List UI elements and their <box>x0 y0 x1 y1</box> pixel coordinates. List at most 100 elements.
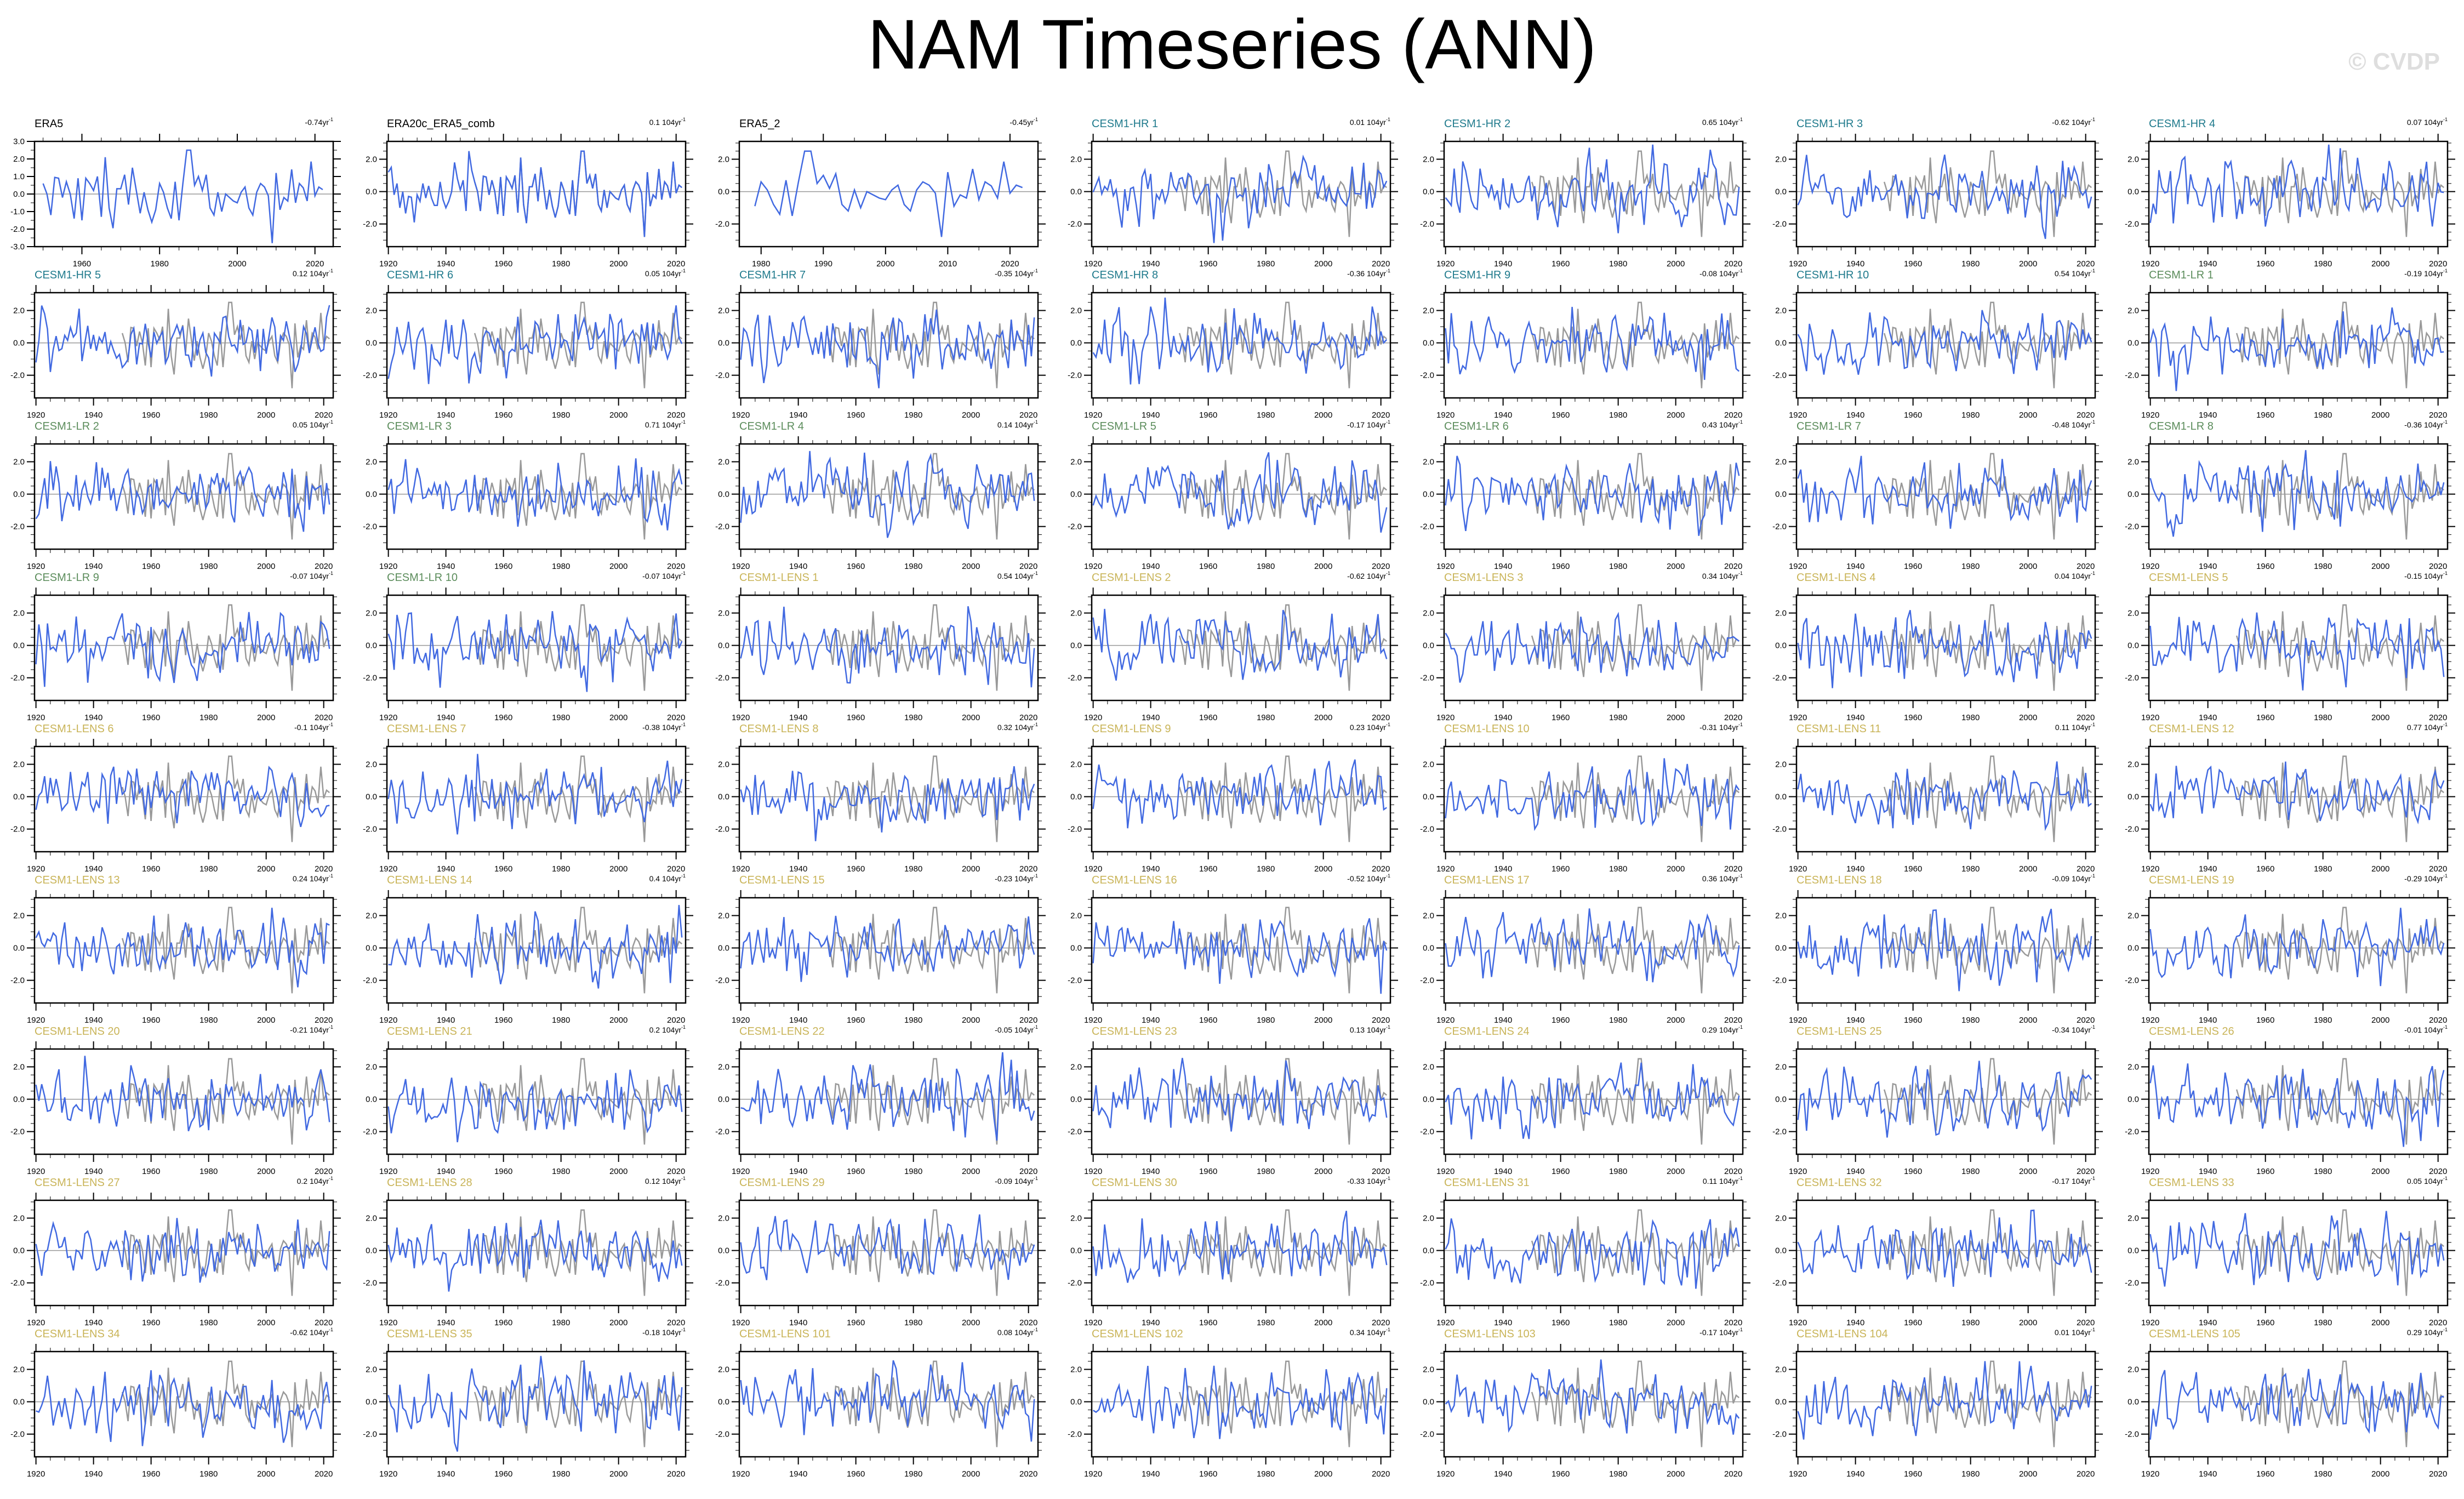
y-tick-label: 0.0 <box>366 490 377 499</box>
x-tick-label: 1940 <box>789 713 807 722</box>
trend-superscript: -1 <box>2443 873 2448 879</box>
plot-frame <box>33 1350 334 1458</box>
trend-label: -0.05 104yr-1 <box>995 1024 1038 1034</box>
x-tick-label: 2000 <box>257 1469 275 1479</box>
y-tick-label: 2.0 <box>1423 1213 1434 1223</box>
plot-frame <box>738 292 1039 399</box>
x-tick-label: 2000 <box>962 411 980 420</box>
x-tick-label: 1940 <box>1846 864 1864 874</box>
series-line <box>740 915 1035 982</box>
y-tick-label: 0.0 <box>366 339 377 348</box>
x-tick-label: 1940 <box>1142 562 1160 571</box>
y-tick-label: 2.0 <box>2128 155 2139 164</box>
x-tick-label: 2000 <box>1667 411 1685 420</box>
trend-value: 0.36 104yr <box>1702 874 1738 883</box>
x-tick-label: 1940 <box>2199 713 2217 722</box>
y-tick-label: 0.0 <box>1775 339 1787 348</box>
y-tick-label: 0.0 <box>366 187 377 197</box>
plot-frame <box>1091 292 1391 399</box>
x-tick-label: 1960 <box>2256 1167 2274 1176</box>
panel-title: CESM1-LENS 32 <box>1796 1177 1882 1189</box>
trend-superscript: -1 <box>1386 268 1390 273</box>
series-line <box>1445 455 1740 536</box>
x-tick-label: 1940 <box>84 1167 102 1176</box>
x-tick-label: 2000 <box>2019 1318 2037 1327</box>
x-tick-label: 1920 <box>2141 1318 2159 1327</box>
x-tick-label: 1920 <box>1436 1167 1455 1176</box>
series-line <box>2149 144 2444 227</box>
x-tick-label: 1940 <box>789 1318 807 1327</box>
trend-label: -0.29 104yr-1 <box>2404 873 2448 883</box>
panel-title: CESM1-HR 2 <box>1444 118 1510 130</box>
panel-title: ERA20c_ERA5_comb <box>387 118 495 130</box>
panel-title: CESM1-LENS 6 <box>35 723 114 735</box>
panel-title: CESM1-LENS 2 <box>1092 572 1171 584</box>
x-tick-label: 1940 <box>1142 1167 1160 1176</box>
x-tick-label: 2000 <box>609 562 628 571</box>
x-tick-label: 1920 <box>1436 259 1455 269</box>
x-tick-label: 1920 <box>1789 562 1807 571</box>
x-tick-label: 1940 <box>789 1016 807 1025</box>
x-tick-label: 1940 <box>84 562 102 571</box>
x-tick-label: 1960 <box>142 562 160 571</box>
y-tick-label: 0.0 <box>2128 187 2139 197</box>
x-tick-label: 2000 <box>609 1167 628 1176</box>
x-tick-label: 1980 <box>552 864 570 874</box>
plot-frame <box>386 292 687 399</box>
x-tick-label: 1960 <box>494 259 512 269</box>
obs-overlay-line <box>1178 604 1387 691</box>
x-tick-label: 1940 <box>437 1469 455 1479</box>
trend-superscript: -1 <box>1738 419 1743 425</box>
x-tick-label: 1940 <box>1142 1318 1160 1327</box>
trend-label: 0.05 104yr-1 <box>645 268 686 278</box>
trend-label: 0.13 104yr-1 <box>1350 1024 1390 1034</box>
series-line <box>1445 306 1740 380</box>
x-tick-label: 1960 <box>142 1016 160 1025</box>
y-tick-label: 0.0 <box>1070 339 1082 348</box>
plot-frame <box>1091 897 1391 1004</box>
x-tick-label: 2000 <box>257 562 275 571</box>
y-tick-label: 2.0 <box>1423 760 1434 769</box>
plot-frame <box>2148 745 2449 853</box>
panel-title: CESM1-LR 10 <box>387 572 458 584</box>
obs-overlay-line <box>826 301 1035 389</box>
plot-frame <box>1795 1048 2096 1155</box>
series-line <box>387 1069 683 1143</box>
x-tick-label: 1980 <box>2314 1318 2332 1327</box>
obs-overlay-line <box>1883 453 2092 540</box>
y-tick-label: -2.0 <box>1420 522 1434 532</box>
y-tick-label: 2.0 <box>13 306 25 315</box>
series-line <box>2149 1063 2445 1147</box>
y-tick-label: 0.0 <box>718 490 729 499</box>
x-tick-label: 1940 <box>437 1318 455 1327</box>
x-tick-label: 2020 <box>1724 562 1742 571</box>
x-tick-label: 1940 <box>2199 1016 2217 1025</box>
series-line <box>42 149 323 243</box>
trend-label: -0.08 104yr-1 <box>1699 268 1743 278</box>
y-tick-label: -2.0 <box>1772 1127 1787 1137</box>
x-tick-label: 1920 <box>27 562 45 571</box>
x-tick-label: 1920 <box>1084 864 1102 874</box>
trend-label: -0.15 104yr-1 <box>2404 571 2448 580</box>
x-tick-label: 2020 <box>2077 864 2095 874</box>
series-line <box>1092 452 1388 533</box>
series-line <box>1445 612 1739 683</box>
trend-superscript: -1 <box>1034 117 1038 122</box>
y-tick-label: 2.0 <box>13 608 25 618</box>
trend-superscript: -1 <box>1386 1176 1390 1181</box>
trend-value: 0.12 104yr <box>645 1177 681 1185</box>
y-tick-label: 2.0 <box>1775 306 1787 315</box>
trend-label: -0.62 104yr-1 <box>290 1327 333 1337</box>
x-tick-label: 2020 <box>667 562 685 571</box>
panel-title: CESM1-LENS 30 <box>1092 1177 1177 1189</box>
panel-title: CESM1-LENS 7 <box>387 723 466 735</box>
y-tick-label: 2.0 <box>13 155 25 164</box>
trend-value: 0.43 104yr <box>1702 420 1738 429</box>
